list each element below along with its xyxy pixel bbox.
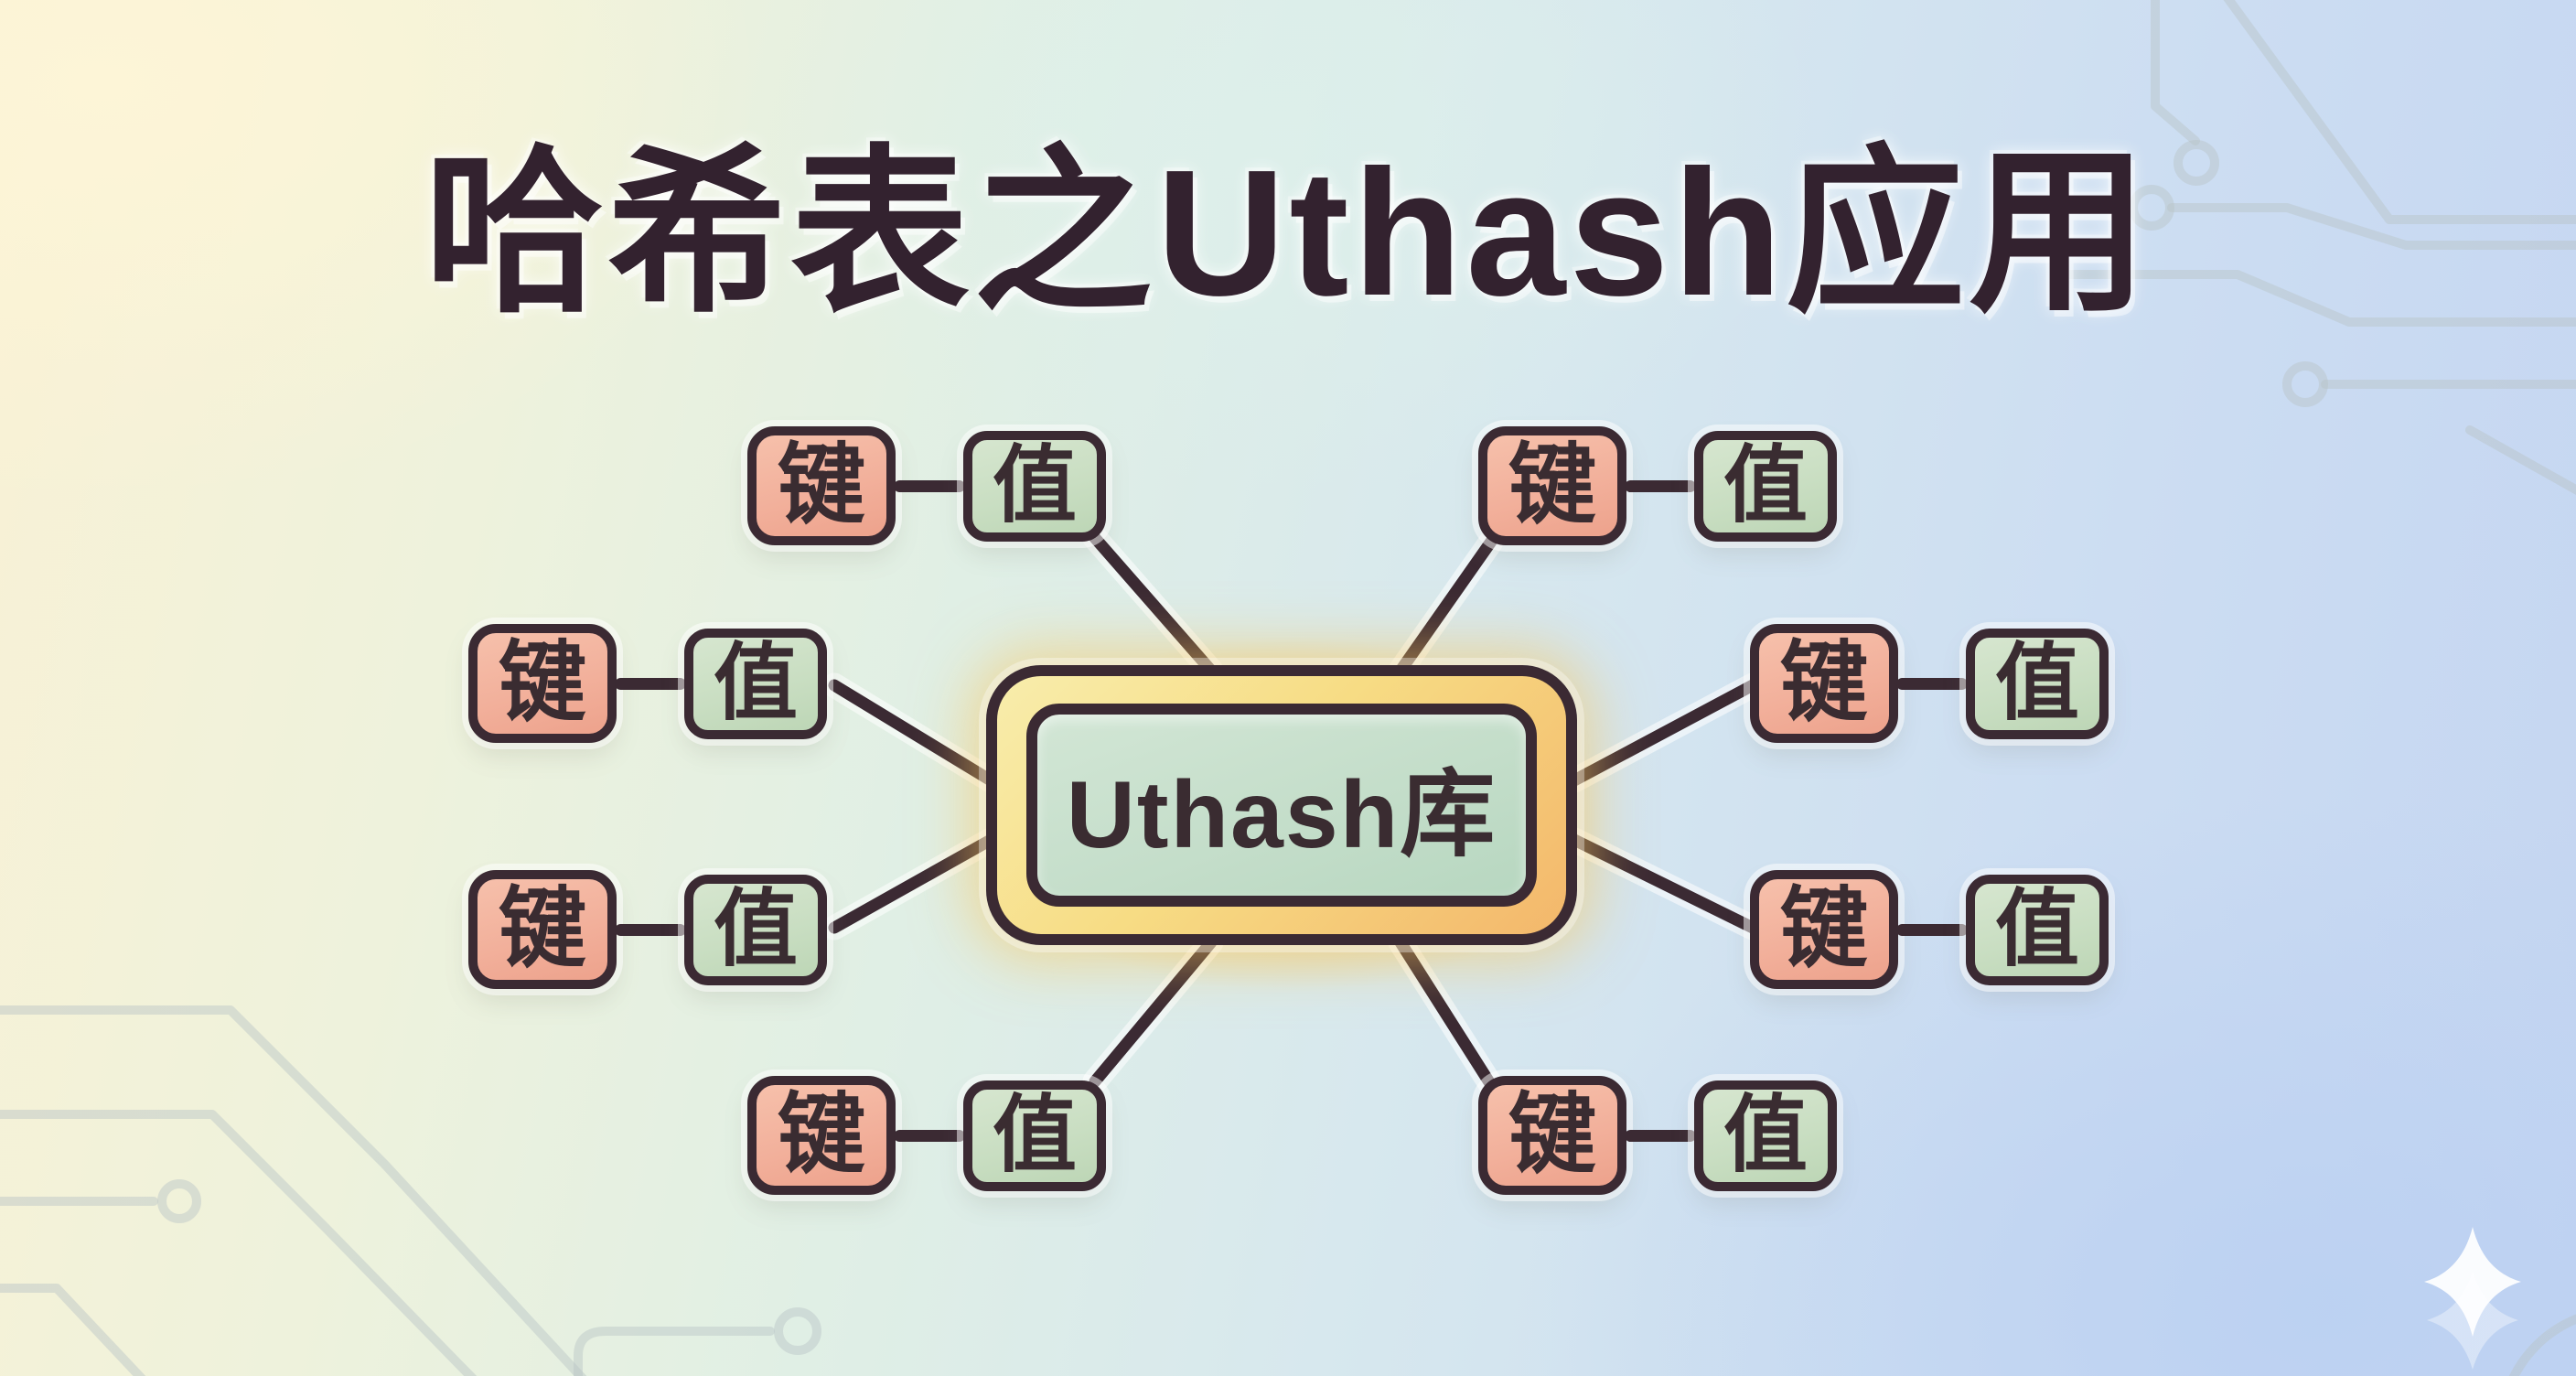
- value-node: 值: [963, 1080, 1106, 1191]
- kv-pair-top-left: 键 值: [747, 426, 1106, 545]
- key-label: 键: [778, 436, 865, 534]
- key-label: 键: [1508, 436, 1596, 534]
- value-node: 值: [1966, 874, 2109, 985]
- value-label: 值: [1723, 439, 1808, 532]
- kv-pair-middle-lower-left: 键 值: [468, 870, 827, 989]
- key-label: 键: [499, 634, 586, 732]
- connector-top-right: [1394, 535, 1497, 677]
- center-node-uthash: Uthash库: [986, 665, 1577, 945]
- connector-top-left: [1089, 532, 1218, 677]
- value-label: 值: [713, 883, 798, 976]
- page-title: 哈希表之Uthash应用: [424, 133, 2152, 333]
- value-node: 值: [1966, 628, 2109, 739]
- key-value-connector: [1896, 677, 1968, 690]
- key-value-connector: [894, 479, 965, 492]
- value-label: 值: [992, 439, 1077, 532]
- connector-middle-lower-left: [828, 833, 997, 934]
- key-value-connector: [1625, 1129, 1696, 1142]
- kv-pair-middle-upper-right: 键 值: [1750, 624, 2109, 743]
- value-node: 值: [1694, 430, 1837, 542]
- value-label: 值: [992, 1089, 1077, 1182]
- key-label: 键: [499, 880, 586, 978]
- key-node: 键: [1750, 870, 1898, 989]
- key-value-connector: [1625, 479, 1696, 492]
- center-node-label: Uthash库: [1066, 761, 1497, 868]
- key-node: 键: [1478, 1076, 1626, 1195]
- value-node: 值: [1694, 1080, 1837, 1191]
- key-node: 键: [468, 624, 617, 743]
- key-node: 键: [747, 1076, 896, 1195]
- key-label: 键: [1780, 634, 1868, 732]
- key-value-connector: [894, 1129, 965, 1142]
- connector-bottom-left: [1089, 936, 1218, 1088]
- value-label: 值: [713, 637, 798, 730]
- kv-pair-top-right: 键 值: [1478, 426, 1837, 545]
- value-node: 值: [684, 628, 827, 739]
- key-node: 键: [1478, 426, 1626, 545]
- kv-pair-bottom-right: 键 值: [1478, 1076, 1837, 1195]
- kv-pair-middle-upper-left: 键 值: [468, 624, 827, 743]
- center-node-inner: Uthash库: [1026, 704, 1537, 907]
- connector-bottom-right: [1394, 936, 1497, 1091]
- value-label: 值: [1723, 1089, 1808, 1182]
- key-label: 键: [1508, 1086, 1596, 1184]
- key-value-connector: [615, 923, 686, 936]
- connector-middle-upper-right: [1568, 679, 1759, 787]
- key-value-connector: [615, 677, 686, 690]
- kv-pair-middle-lower-right: 键 值: [1750, 870, 2109, 989]
- value-label: 值: [1994, 637, 2079, 730]
- key-node: 键: [468, 870, 617, 989]
- value-node: 值: [684, 874, 827, 985]
- key-value-connector: [1896, 923, 1968, 936]
- kv-pair-bottom-left: 键 值: [747, 1076, 1106, 1195]
- value-node: 值: [963, 430, 1106, 542]
- key-node: 键: [1750, 624, 1898, 743]
- value-label: 值: [1994, 883, 2079, 976]
- key-label: 键: [778, 1086, 865, 1184]
- connector-middle-lower-right: [1568, 833, 1759, 934]
- connector-middle-upper-left: [828, 679, 997, 787]
- key-label: 键: [1780, 880, 1868, 978]
- key-node: 键: [747, 426, 896, 545]
